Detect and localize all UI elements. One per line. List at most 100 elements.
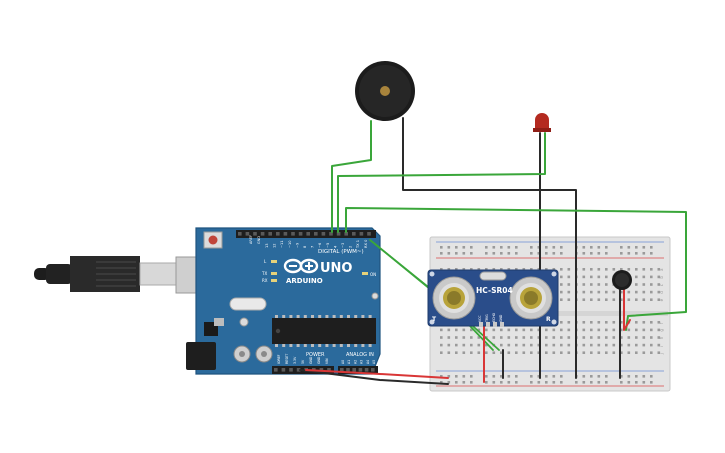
breadboard-hole[interactable] (515, 375, 518, 378)
breadboard-hole[interactable] (620, 268, 623, 271)
breadboard-hole[interactable] (627, 268, 631, 271)
breadboard-hole[interactable] (605, 290, 608, 294)
breadboard-hole[interactable] (582, 343, 586, 347)
header-hole[interactable] (329, 232, 333, 236)
breadboard-hole[interactable] (537, 375, 541, 378)
breadboard-hole[interactable] (582, 328, 586, 332)
breadboard-hole[interactable] (635, 298, 638, 301)
breadboard-hole[interactable] (462, 343, 466, 347)
header-hole[interactable] (364, 368, 369, 372)
breadboard-hole[interactable] (477, 351, 481, 354)
breadboard-hole[interactable] (590, 275, 593, 279)
breadboard-hole[interactable] (447, 375, 451, 378)
breadboard-hole[interactable] (657, 336, 661, 339)
breadboard-hole[interactable] (657, 283, 661, 286)
breadboard-hole[interactable] (657, 343, 661, 347)
breadboard-hole[interactable] (552, 328, 556, 332)
breadboard-hole[interactable] (620, 351, 623, 354)
breadboard-hole[interactable] (590, 321, 593, 324)
breadboard-hole[interactable] (620, 298, 623, 301)
breadboard-hole[interactable] (485, 328, 488, 332)
breadboard-hole[interactable] (582, 290, 586, 294)
breadboard-hole[interactable] (455, 336, 458, 339)
breadboard-hole[interactable] (545, 375, 548, 378)
breadboard-hole[interactable] (537, 328, 541, 332)
breadboard-hole[interactable] (650, 298, 653, 301)
breadboard-hole[interactable] (582, 381, 586, 384)
breadboard-hole[interactable] (605, 321, 608, 324)
breadboard-hole[interactable] (567, 343, 571, 347)
breadboard-hole[interactable] (590, 343, 593, 347)
breadboard-hole[interactable] (462, 268, 466, 271)
header-hole[interactable] (253, 232, 257, 236)
breadboard-hole[interactable] (642, 351, 646, 354)
breadboard-hole[interactable] (612, 328, 616, 332)
breadboard-hole[interactable] (597, 275, 601, 279)
breadboard-hole[interactable] (635, 283, 638, 286)
breadboard-hole[interactable] (650, 290, 653, 294)
breadboard-hole[interactable] (642, 328, 646, 332)
header-hole[interactable] (314, 232, 318, 236)
breadboard-hole[interactable] (612, 321, 616, 324)
breadboard-hole[interactable] (657, 290, 661, 294)
breadboard-hole[interactable] (470, 375, 473, 378)
breadboard-hole[interactable] (455, 268, 458, 271)
breadboard-hole[interactable] (642, 268, 646, 271)
header-hole[interactable] (344, 232, 348, 236)
breadboard-hole[interactable] (500, 336, 503, 339)
breadboard-hole[interactable] (620, 252, 623, 255)
breadboard-hole[interactable] (597, 375, 601, 378)
breadboard-hole[interactable] (620, 336, 623, 339)
header-hole[interactable] (268, 232, 272, 236)
breadboard-hole[interactable] (620, 328, 623, 332)
breadboard-hole[interactable] (582, 375, 586, 378)
breadboard-hole[interactable] (522, 268, 526, 271)
breadboard-hole[interactable] (590, 252, 593, 255)
breadboard-hole[interactable] (605, 252, 608, 255)
breadboard-hole[interactable] (567, 328, 571, 332)
breadboard-hole[interactable] (552, 246, 556, 249)
breadboard-hole[interactable] (612, 343, 616, 347)
breadboard-hole[interactable] (597, 298, 601, 301)
breadboard-hole[interactable] (620, 375, 623, 378)
breadboard-hole[interactable] (627, 381, 631, 384)
breadboard-hole[interactable] (635, 328, 638, 332)
breadboard-hole[interactable] (575, 381, 578, 384)
breadboard-hole[interactable] (650, 252, 653, 255)
breadboard-hole[interactable] (515, 351, 518, 354)
breadboard-hole[interactable] (590, 375, 593, 378)
breadboard-hole[interactable] (657, 321, 661, 324)
breadboard-hole[interactable] (545, 351, 548, 354)
breadboard-hole[interactable] (560, 381, 563, 384)
breadboard-hole[interactable] (590, 381, 593, 384)
breadboard-hole[interactable] (597, 336, 601, 339)
breadboard-hole[interactable] (650, 381, 653, 384)
breadboard-hole[interactable] (567, 298, 571, 301)
header-hole[interactable] (289, 368, 293, 372)
breadboard-hole[interactable] (537, 336, 541, 339)
breadboard-hole[interactable] (500, 351, 503, 354)
breadboard-hole[interactable] (597, 246, 601, 249)
breadboard-hole[interactable] (507, 343, 511, 347)
breadboard-hole[interactable] (597, 343, 601, 347)
breadboard-hole[interactable] (635, 336, 638, 339)
breadboard-hole[interactable] (530, 268, 533, 271)
breadboard-hole[interactable] (485, 246, 488, 249)
breadboard-hole[interactable] (492, 381, 496, 384)
breadboard-hole[interactable] (612, 290, 616, 294)
breadboard-hole[interactable] (507, 328, 511, 332)
breadboard-hole[interactable] (447, 246, 451, 249)
breadboard-hole[interactable] (567, 268, 571, 271)
breadboard-hole[interactable] (507, 351, 511, 354)
breadboard-hole[interactable] (560, 268, 563, 271)
breadboard-hole[interactable] (447, 328, 451, 332)
wire-5v-rail[interactable] (305, 369, 449, 379)
breadboard-hole[interactable] (582, 283, 586, 286)
breadboard-hole[interactable] (560, 246, 563, 249)
breadboard-hole[interactable] (650, 275, 653, 279)
breadboard-hole[interactable] (530, 246, 533, 249)
breadboard-hole[interactable] (642, 375, 646, 378)
breadboard-hole[interactable] (507, 268, 511, 271)
breadboard-hole[interactable] (492, 328, 496, 332)
breadboard-hole[interactable] (627, 328, 631, 332)
